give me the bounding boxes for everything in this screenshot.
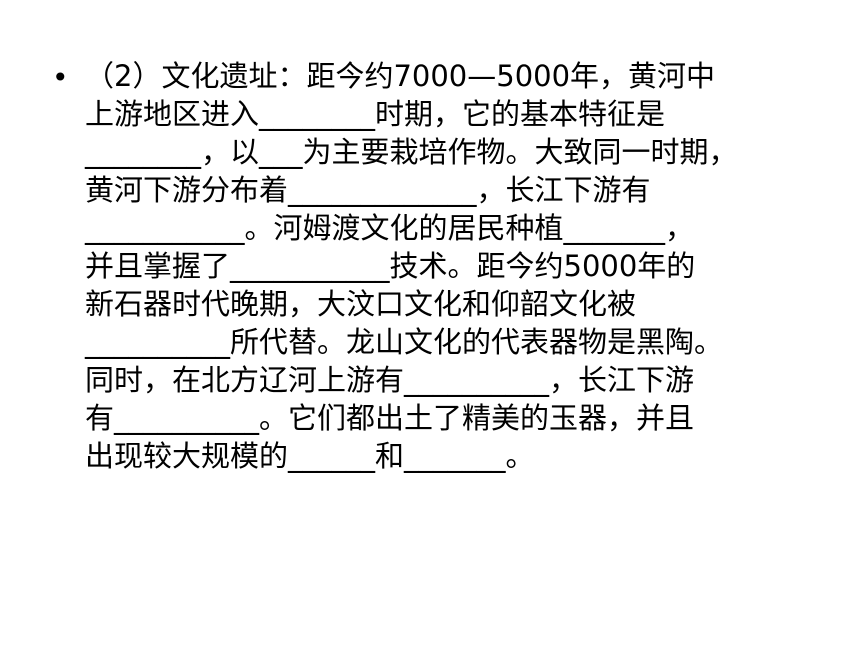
text-line-7: 新石器时代晚期，大汶口文化和仰韶文化被 bbox=[85, 287, 637, 321]
text-line-6: 并且掌握了___________技术。距今约5000年的 bbox=[85, 249, 696, 283]
text-line-1: （2）文化遗址：距今约7000—5000年，黄河中 bbox=[85, 59, 716, 93]
text-line-3: ________，以___为主要栽培作物。大致同一时期， bbox=[85, 135, 738, 169]
text-line-2: 上游地区进入________时期，它的基本特征是 bbox=[85, 97, 666, 131]
text-line-4: 黄河下游分布着_____________，长江下游有 bbox=[85, 173, 651, 207]
question-text: （2）文化遗址：距今约7000—5000年，黄河中 上游地区进入________… bbox=[85, 57, 845, 475]
text-line-9: 同时，在北方辽河上游有__________，长江下游 bbox=[85, 363, 695, 397]
bullet-marker: • bbox=[52, 61, 69, 94]
text-line-11: 出现较大规模的______和_______。 bbox=[85, 439, 535, 473]
text-line-5: ___________。河姆渡文化的居民种植_______， bbox=[85, 211, 695, 245]
text-line-10: 有__________。它们都出土了精美的玉器，并且 bbox=[85, 401, 695, 435]
text-line-8: __________所代替。龙山文化的代表器物是黑陶。 bbox=[85, 325, 724, 359]
